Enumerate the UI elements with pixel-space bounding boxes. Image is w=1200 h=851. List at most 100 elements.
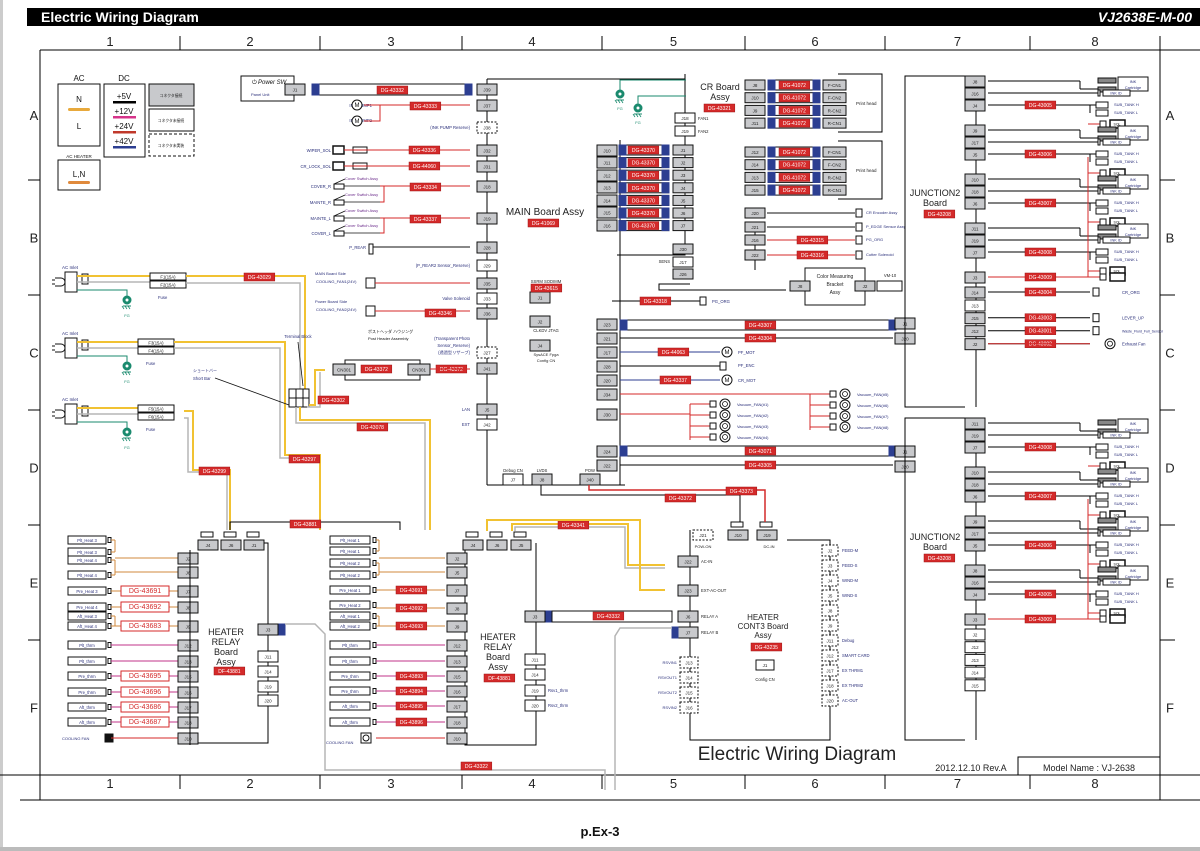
color-measuring-label: Color Measuring [817,274,854,280]
cable-number: DG-41072 [783,188,806,194]
ink-nat-switch [1097,566,1117,573]
reserve-thermistor-label: Rsv2_thrm [548,703,569,708]
ground-hatch [121,305,125,310]
connector-label: J2 [973,342,978,347]
sub-tank-label: SUB_TANK L [1114,110,1139,115]
relay-b-cable [614,627,672,790]
config-cn-label: Config CN [755,677,774,682]
ink-cartridge-box [1117,418,1149,434]
connector-label: J20 [264,699,272,704]
connector-j1 [672,144,694,156]
heater-cont3-port-label: EX THRM2 [842,683,864,688]
connector-j19 [756,529,778,541]
heater-element-box [67,656,107,666]
connector-j10 [964,466,986,479]
cable-tag [778,80,811,90]
model-name-box [1017,756,1160,775]
cable-number: DG-41072 [783,108,806,114]
cable-tag [289,519,322,529]
cable-number: DG-43691 [400,588,423,594]
ribbon-end-marker [619,319,628,331]
connector-j7 [964,441,986,454]
motor-label: CR_MOT [738,378,756,383]
cover-switch-label: Cover Switch Assy [345,192,378,197]
connector-label: J4 [681,186,686,191]
connector-j2 [446,552,468,565]
sub-tank-sensor [1095,109,1109,117]
connector-label: J30 [603,413,611,418]
connector-label: J7 [973,251,978,256]
grid-column-label: 4 [528,776,535,791]
connector-j14 [524,668,546,681]
fg-label: FG [124,445,130,450]
cr-board-title: CR Board [700,82,740,92]
connector-label: J9 [186,625,191,630]
ac-plug-icon [52,343,66,353]
heater-element-box [67,611,107,621]
grid-column-label: 4 [528,34,535,49]
heater-cont3-port-label: RELAY A [701,614,718,619]
cable-tag [1024,100,1057,110]
sub-tank-sensor [1095,199,1109,207]
connector-cn301 [332,363,356,376]
cable-number: DG-43005 [1029,592,1052,598]
heater-element-label: Pre_thrm [341,674,359,679]
heater-cont3-port-label: AC-IN [701,559,712,564]
connector-plug [372,560,377,566]
cable-tag [627,196,660,205]
sensor-label: CR Encoder Assy [866,210,897,215]
connector-j18 [964,185,986,198]
cable-number: DF-43881 [488,676,510,682]
cable-tag [395,686,428,696]
sol-plug [1099,273,1107,281]
print-head-box [838,140,883,200]
cable-number: DG-43007 [1029,201,1052,207]
connector-label: J17 [603,351,611,356]
inner-label: SysACE Fpga [533,352,559,357]
device-label: Valve Solenoid [442,296,470,301]
wire-ink-pump [364,105,381,122]
sol-label: SOL [1113,221,1120,225]
junction-board-outline [904,75,965,408]
connector-plug [829,401,837,409]
connector-label: J23 [603,323,611,328]
power-switch-title: Power SW [258,80,288,86]
connector-label: J14 [971,291,979,296]
ink-cartridge-label: INK [1130,226,1137,231]
connector-j4 [529,339,551,352]
junction-board-title: JUNCTION2 [910,188,961,198]
sub-tank-sensor [1095,248,1109,256]
grid-column-label: 3 [387,776,394,791]
connector-j30 [596,408,618,421]
ink-cartridge-box [1117,174,1149,190]
connector-j9 [177,620,199,633]
sub-tank-sensor [1095,158,1109,166]
connector-label: J22 [751,253,759,258]
print-head-label: Print head [856,168,877,173]
cover-switch-icon [333,183,345,190]
sensor-icon [855,208,863,218]
micro-switch [1097,529,1101,537]
fuse-caption: Fuse [146,427,156,432]
bottom-connector-label: POW [585,468,595,473]
connector-label: J26 [679,272,687,277]
sol-label: SOL [1113,270,1120,274]
ink-cartridge-label: INK [1130,568,1137,573]
sensor-label: P_EDGE Sensor Assy [866,224,906,229]
ink-cartridge-label: INK [1130,421,1137,426]
sensor-icon [1092,313,1100,323]
connector-j5 [510,539,532,551]
legend-connector-label: コネクタ未実装 [158,143,185,148]
connector-j12 [596,169,618,182]
connector-j4 [964,588,986,601]
motor-letter: M [355,119,360,125]
connector-label: J34 [603,393,611,398]
connector-label: J8 [186,606,191,611]
ink-id-label: INK ID [1110,239,1121,243]
ink-pump2-motor-icon [351,115,363,127]
connector-label: J20 [603,379,611,384]
connector-j18 [476,180,498,193]
legend-connector-label: コネクタ接続 [160,93,183,98]
heater-element-box [329,535,371,545]
cable-number: DG-43370 [632,224,655,230]
